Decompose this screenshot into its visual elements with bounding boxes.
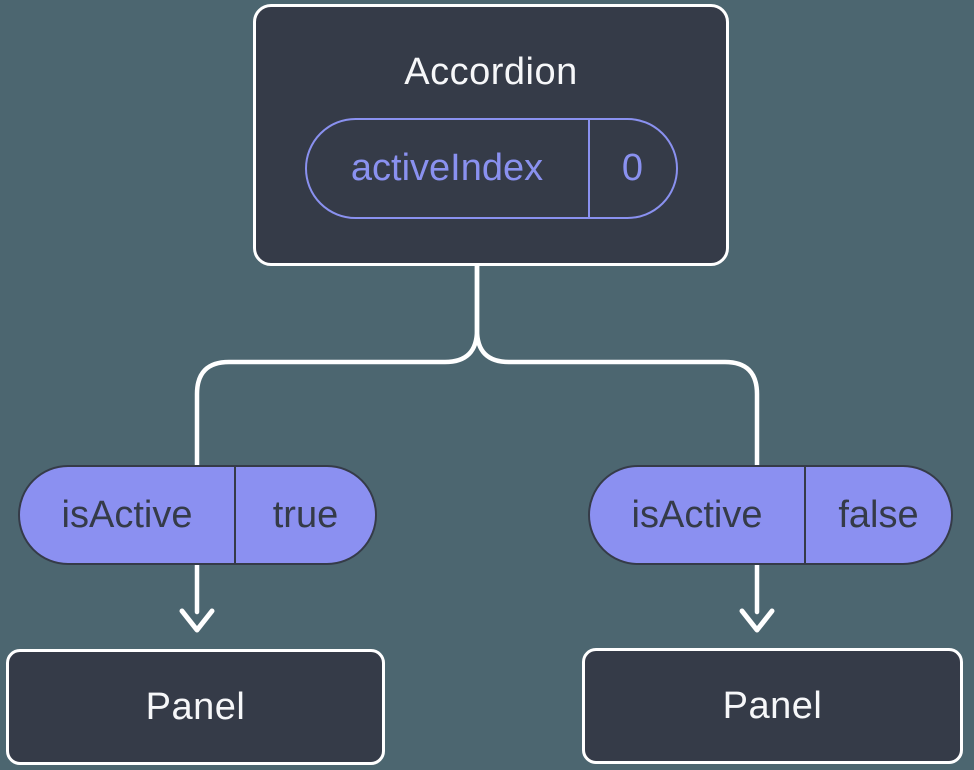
panel-node-title: Panel (722, 685, 823, 727)
connector-left-branch (194, 261, 480, 615)
connector-right-branch (474, 261, 760, 615)
state-value-label: 0 (587, 120, 676, 217)
prop-value-label: true (234, 467, 375, 563)
state-name-label: activeIndex (350, 147, 544, 189)
prop-pill-isactive-false: isActive false (588, 465, 953, 565)
prop-name-label: isActive (631, 493, 763, 536)
arrow-down-icon (179, 608, 215, 633)
prop-pill-isactive-true: isActive true (18, 465, 377, 565)
panel-node-title: Panel (145, 686, 246, 728)
panel-node-right: Panel (582, 648, 963, 764)
state-pill: activeIndex 0 (304, 118, 678, 219)
arrow-down-icon (739, 608, 775, 633)
accordion-node: Accordion activeIndex 0 (253, 4, 729, 266)
panel-node-left: Panel (6, 649, 385, 765)
accordion-node-title: Accordion (404, 51, 578, 93)
prop-name-label: isActive (61, 493, 193, 536)
prop-value-label: false (804, 467, 951, 563)
